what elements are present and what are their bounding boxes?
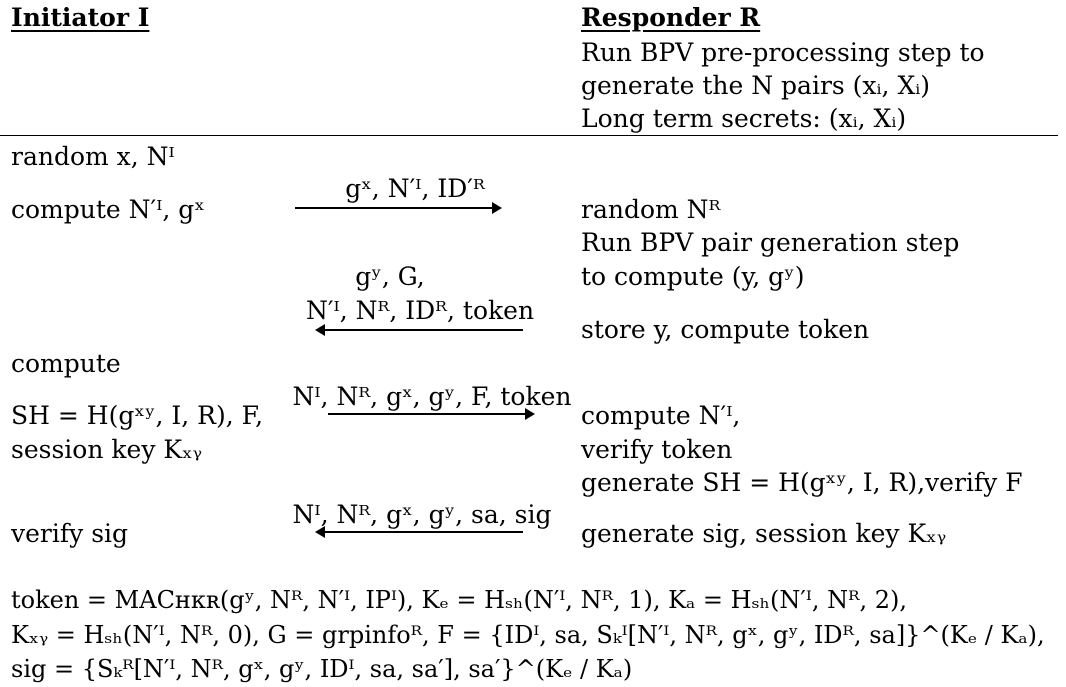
- responder-compute-y: to compute (y, gʸ): [581, 262, 805, 291]
- initiator-sh: SH = H(gˣʸ, I, R), F,: [11, 401, 264, 430]
- initiator-verify-sig: verify sig: [11, 519, 129, 548]
- responder-verify-token: verify token: [581, 435, 733, 464]
- responder-random-nr: random Nᴿ: [581, 195, 721, 224]
- separator-rule: [0, 135, 1058, 136]
- message-2-arrow: [315, 324, 523, 336]
- responder-setup-line-2: generate the N pairs (xᵢ, Xᵢ): [581, 71, 931, 100]
- message-4-arrow: [315, 526, 523, 538]
- definition-token: token = MACʜᴋʀ(gʸ, Nᴿ, N′ᴵ, IPᴵ), Kₑ = H…: [11, 586, 907, 614]
- initiator-random: random x, Nᴵ: [11, 142, 175, 171]
- responder-compute-n: compute N′ᴵ,: [581, 401, 741, 430]
- responder-store: store y, compute token: [581, 315, 870, 344]
- message-3-label: Nᴵ, Nᴿ, gˣ, gʸ, F, token: [292, 382, 572, 411]
- message-2-label-line-1: gʸ, G,: [355, 262, 425, 291]
- responder-bpv-gen: Run BPV pair generation step: [581, 228, 960, 257]
- message-2-label-line-2: N′ᴵ, Nᴿ, IDᴿ, token: [305, 296, 535, 325]
- responder-setup-line-1: Run BPV pre-processing step to: [581, 38, 985, 67]
- responder-generate-sig: generate sig, session key Kₓᵧ: [581, 519, 947, 548]
- initiator-session-key: session key Kₓᵧ: [11, 435, 203, 464]
- definition-kxy: Kₓᵧ = Hₛₕ(N′ᴵ, Nᴿ, 0), G = grpinfoᴿ, F =…: [11, 621, 1045, 649]
- message-4-label: Nᴵ, Nᴿ, gˣ, gʸ, sa, sig: [292, 500, 552, 529]
- responder-generate-sh: generate SH = H(gˣʸ, I, R),verify F: [581, 468, 1023, 497]
- initiator-compute-n: compute N′ᴵ, gˣ: [11, 195, 205, 224]
- definition-sig: sig = {Sₖᴿ[N′ᴵ, Nᴿ, gˣ, gʸ, IDᴵ, sa, sa′…: [11, 655, 633, 683]
- responder-header: Responder R: [581, 3, 761, 32]
- initiator-header: Initiator I: [11, 3, 150, 32]
- message-1-label: gˣ, N′ᴵ, ID′ᴿ: [345, 174, 485, 203]
- message-3-arrow: [328, 408, 535, 420]
- responder-setup-line-3: Long term secrets: (xᵢ, Xᵢ): [581, 104, 907, 133]
- initiator-compute: compute: [11, 349, 121, 378]
- message-1-arrow: [295, 202, 502, 214]
